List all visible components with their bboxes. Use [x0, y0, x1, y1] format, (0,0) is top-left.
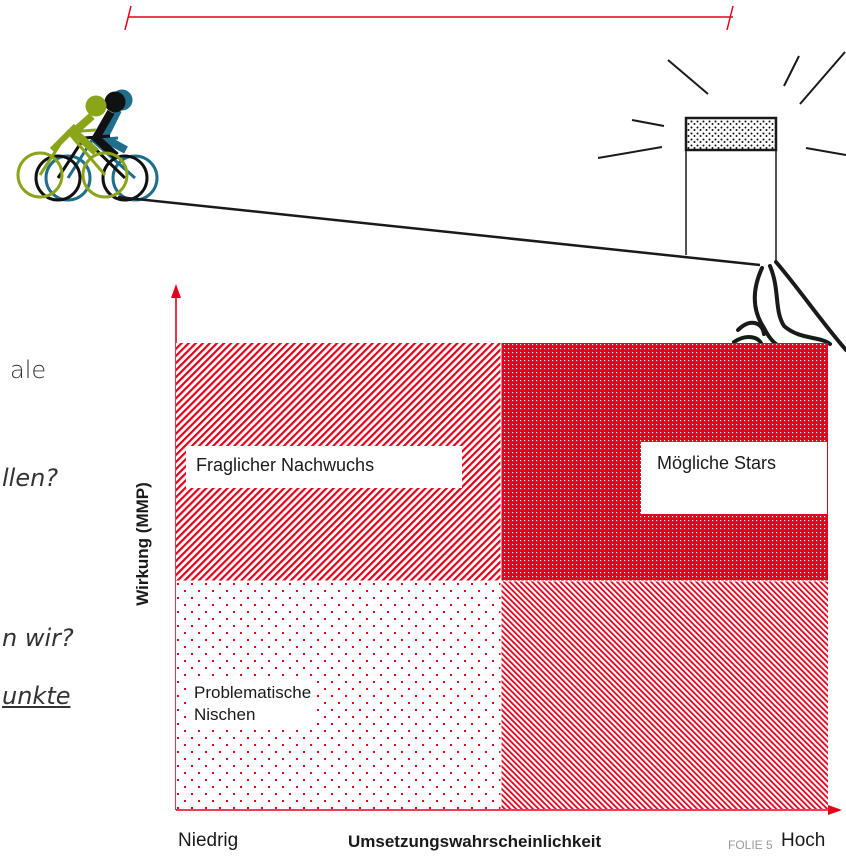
- cyclists-icon: [16, 89, 159, 202]
- left-text-line-2: llen?: [2, 464, 59, 492]
- spotlight-icon: [597, 51, 846, 262]
- left-text-line-4: unkte: [2, 682, 71, 710]
- x-axis-high-label: Hoch: [781, 830, 826, 851]
- left-text-line-3: n wir?: [2, 624, 74, 652]
- slide-number: FOLIE 5: [728, 838, 773, 852]
- y-axis-label: Wirkung (MMP): [133, 482, 152, 606]
- x-axis-label: Umsetzungswahrscheinlichkeit: [348, 832, 602, 851]
- label-problematische-nischen: Problematische Nischen: [186, 678, 314, 730]
- road-line: [117, 195, 761, 267]
- hands-icon: [732, 260, 846, 352]
- left-text-line-1: ale: [10, 356, 47, 384]
- distance-bar: [124, 5, 734, 31]
- label-moegliche-stars: Mögliche Stars: [641, 442, 827, 514]
- x-axis-low-label: Niedrig: [178, 830, 239, 851]
- label-fraglicher-nachwuchs: Fraglicher Nachwuchs: [186, 446, 462, 488]
- quadrant-bottom-right: [501, 581, 828, 809]
